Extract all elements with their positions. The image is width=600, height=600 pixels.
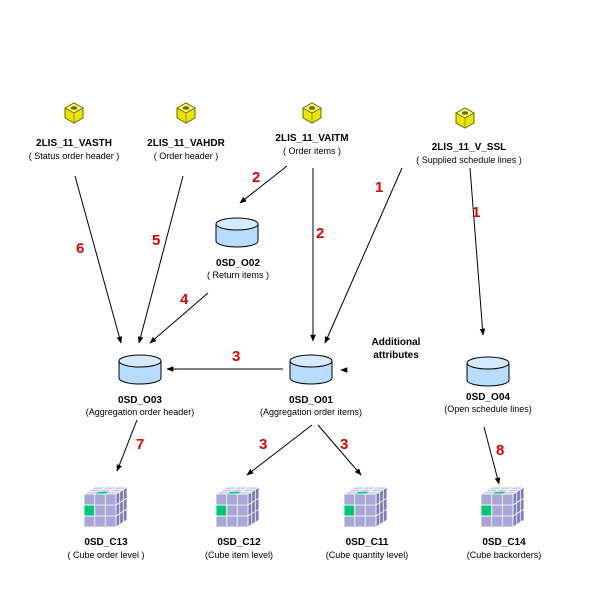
- svg-text:Additional: Additional: [372, 337, 421, 348]
- edge-vaitm-to-o02: 2: [239, 165, 288, 204]
- edge-o04-to-c14: 8: [483, 426, 504, 485]
- node-description: ( Order header ): [154, 151, 219, 161]
- ods-cylinder-icon: [289, 354, 333, 385]
- step-number: 3: [259, 436, 267, 453]
- infocube-c11[interactable]: 0SD_C11 (Cube quantity level): [326, 486, 409, 560]
- node-name: 2LIS_11_VAHDR: [147, 138, 225, 149]
- infocube-icon: [215, 486, 260, 528]
- node-name: 0SD_C14: [482, 537, 526, 548]
- edge-o01-to-c11: 3: [317, 424, 362, 476]
- step-number: 3: [340, 436, 348, 453]
- datasource-vasth[interactable]: 2LIS_11_VASTH ( Status order header ): [29, 102, 120, 161]
- datasource-icon: [176, 102, 196, 124]
- infocube-icon: [480, 486, 525, 528]
- step-number: 5: [152, 232, 160, 249]
- infocube-icon: [343, 486, 388, 528]
- ods-o01[interactable]: 0SD_O01 (Aggregation order items): [260, 354, 362, 417]
- edge-o03-to-c13: 7: [116, 419, 144, 472]
- datasource-vahdr[interactable]: 2LIS_11_VAHDR ( Order header ): [147, 102, 226, 161]
- node-description: (Aggregation order header): [86, 407, 195, 417]
- infocube-c12[interactable]: 0SD_C12 (Cube item level): [205, 486, 273, 560]
- node-name: 0SD_O02: [216, 258, 260, 269]
- node-name: 0SD_O03: [118, 395, 162, 406]
- step-number: 2: [252, 169, 260, 186]
- infocube-icon: [83, 486, 128, 528]
- infocube-c13[interactable]: 0SD_C13 ( Cube order level ): [67, 486, 145, 560]
- ods-o03[interactable]: 0SD_O03 (Aggregation order header): [86, 354, 195, 417]
- node-description: ( Order items ): [283, 146, 341, 156]
- node-description: ( Return items ): [207, 270, 269, 280]
- step-number: 3: [232, 348, 240, 365]
- datasource-vaitm[interactable]: 2LIS_11_VAITM ( Order items ): [275, 102, 349, 156]
- step-number: 6: [76, 240, 84, 257]
- datasource-icon: [64, 102, 84, 124]
- node-name: 0SD_C11: [346, 537, 389, 548]
- ods-o04[interactable]: 0SD_O04 (Open schedule lines): [444, 356, 532, 414]
- edge-o01-to-c12: 3: [246, 424, 313, 476]
- ods-cylinder-icon: [215, 217, 259, 248]
- datasource-icon: [302, 102, 322, 124]
- edge-vssl-to-o04: 1: [469, 167, 486, 336]
- step-number: 7: [136, 436, 144, 453]
- datasource-vssl[interactable]: 2LIS_11_V_SSL ( Supplied schedule lines …: [416, 107, 522, 165]
- edge-vahdr-to-o03: 5: [137, 175, 184, 344]
- edge-vaitm-to-o01: 2: [310, 168, 324, 342]
- node-description: (Cube quantity level): [326, 550, 409, 560]
- infocube-c14[interactable]: 0SD_C14 (Cube backorders): [467, 486, 542, 560]
- node-name: 2LIS_11_V_SSL: [432, 142, 507, 153]
- step-number: 1: [375, 179, 383, 196]
- edge-vasth-to-o03: 6: [74, 175, 123, 344]
- step-number: 8: [496, 442, 504, 459]
- step-number: 2: [316, 225, 324, 242]
- edge-vssl-to-o01: 1: [324, 167, 403, 344]
- node-description: (Cube backorders): [467, 550, 542, 560]
- edge-o02-to-o03: 4: [149, 291, 209, 344]
- ods-cylinder-icon: [118, 354, 162, 385]
- ods-cylinder-icon: [466, 356, 510, 387]
- node-name: 0SD_C13: [84, 537, 128, 548]
- node-name: 2LIS_11_VAITM: [275, 133, 348, 144]
- node-name: 0SD_O01: [289, 395, 333, 406]
- datasource-icon: [455, 107, 475, 129]
- node-name: 0SD_O04: [466, 392, 510, 403]
- node-description: ( Cube order level ): [67, 550, 144, 560]
- additional-attributes-note: Additional attributes: [372, 337, 421, 361]
- node-description: ( Supplied schedule lines ): [416, 155, 522, 165]
- svg-text:attributes: attributes: [373, 350, 419, 361]
- step-number: 4: [180, 291, 189, 308]
- step-number: 1: [472, 204, 480, 221]
- ods-o02[interactable]: 0SD_O02 ( Return items ): [207, 217, 269, 280]
- node-description: (Aggregation order items): [260, 407, 362, 417]
- node-description: (Open schedule lines): [444, 404, 532, 414]
- edge-o01-to-o03: 3: [166, 348, 283, 372]
- node-name: 2LIS_11_VASTH: [36, 138, 112, 149]
- node-description: ( Status order header ): [29, 151, 120, 161]
- node-name: 0SD_C12: [217, 537, 261, 548]
- node-description: (Cube item level): [205, 550, 273, 560]
